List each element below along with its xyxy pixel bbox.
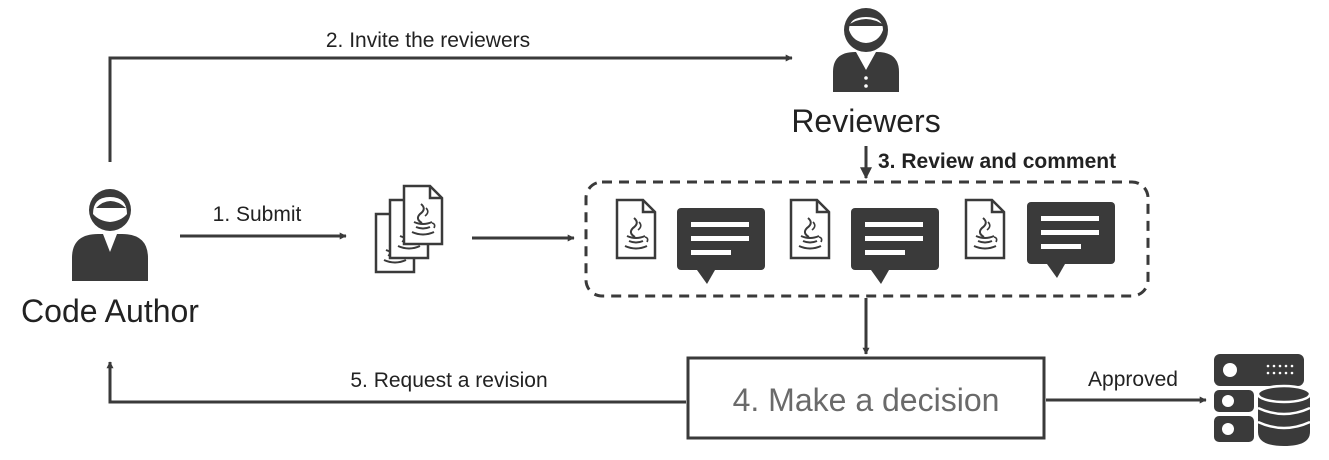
- reviewers-label: Reviewers: [791, 103, 940, 139]
- java-file-stack-icon: [374, 184, 444, 274]
- comment-bubble-icon: [1027, 202, 1115, 278]
- decision-label: 4. Make a decision: [733, 382, 1000, 418]
- database-server-icon: [1214, 354, 1312, 446]
- review-group-box: [584, 180, 1150, 298]
- invite-label: 2. Invite the reviewers: [326, 29, 530, 52]
- person-icon: [72, 189, 148, 281]
- review-pair-3: [964, 198, 1115, 278]
- revision-connector: [106, 361, 686, 404]
- java-file-icon: [789, 198, 831, 260]
- java-file-icon: [964, 198, 1006, 260]
- review-pair-2: [789, 198, 939, 284]
- review-pair-1: [615, 198, 765, 284]
- approved-label: Approved: [1088, 368, 1178, 391]
- java-file-icon: [615, 198, 657, 260]
- comment-bubble-icon: [851, 208, 939, 284]
- reviewer-person-icon: [833, 8, 899, 92]
- decision-box: [686, 356, 1046, 440]
- submit-label: 1. Submit: [213, 203, 302, 226]
- revision-label: 5. Request a revision: [350, 369, 547, 392]
- review-label: 3. Review and comment: [878, 150, 1116, 173]
- comment-bubble-icon: [677, 208, 765, 284]
- author-label: Code Author: [21, 293, 199, 329]
- invite-connector: [108, 54, 793, 162]
